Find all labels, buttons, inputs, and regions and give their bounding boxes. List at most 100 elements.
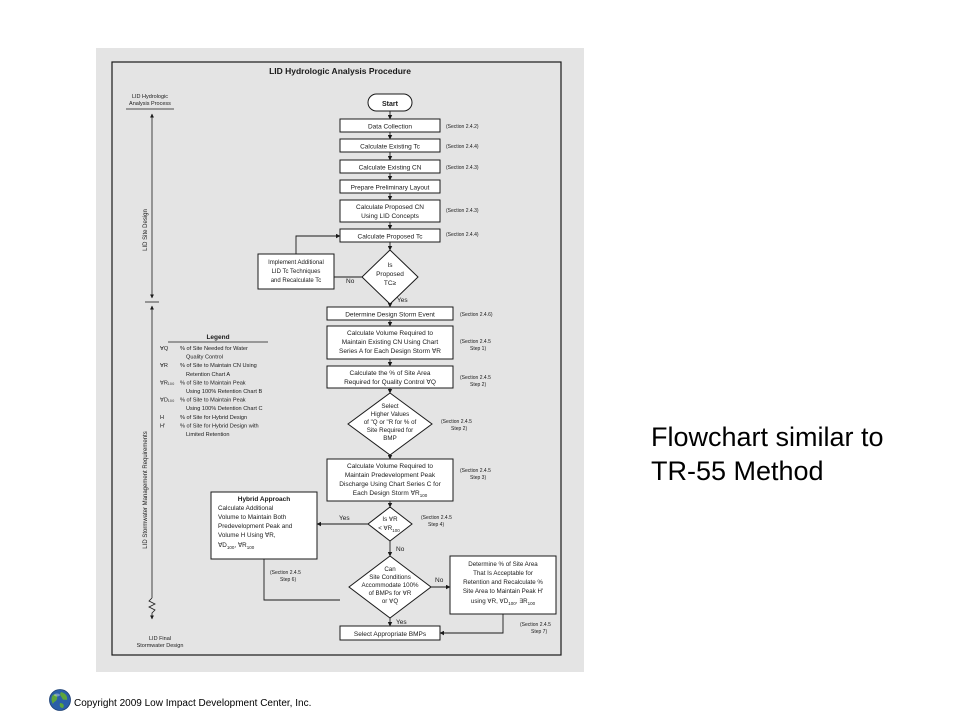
section-ref: Step 3)	[470, 475, 486, 481]
section-ref: Step 7)	[531, 629, 547, 635]
flowchart-title: LID Hydrologic Analysis Procedure	[269, 66, 411, 76]
side-label-stormwater: LID Stormwater Management Requirements	[143, 431, 149, 548]
legend-description: Using 100% Detention Chart C	[186, 406, 263, 412]
step-label: Calculate Volume Required to	[347, 463, 433, 470]
side-label-analysis-line2: Analysis Process	[129, 101, 171, 107]
section-ref: (Section 2.4.6)	[460, 312, 493, 318]
section-ref: (Section 2.4.3)	[446, 208, 479, 214]
legend-symbol: ∀Q	[160, 345, 169, 352]
step-label: Series A for Each Design Storm ∀R	[339, 347, 441, 355]
legend-symbol: ∀R	[160, 362, 168, 369]
caption-line-2: TR-55 Method	[651, 456, 824, 486]
legend-title: Legend	[206, 334, 229, 341]
section-ref: Step 2)	[470, 382, 486, 388]
legend-description: % of Site for Hybrid Design with	[180, 423, 259, 429]
step-label: LID Tc Techniques	[272, 269, 321, 275]
decision-label: Can	[384, 566, 396, 573]
step-determine-site-area	[449, 555, 557, 615]
step-label: That Is Acceptable for	[473, 570, 533, 577]
decision-label: Accommodate 100%	[361, 582, 419, 589]
decision-label: Site Required for	[367, 427, 413, 434]
step-label: Calculate the % of Site Area	[350, 370, 431, 377]
start-label: Start	[382, 101, 399, 108]
section-ref: (Section 2.4.5	[441, 419, 472, 425]
legend-description: Quality Control	[186, 355, 223, 361]
section-ref: (Section 2.4.5	[460, 375, 491, 381]
caption-line-1: Flowchart similar to	[651, 422, 884, 452]
side-label-site-design: LID Site Design	[143, 209, 149, 251]
section-ref: (Section 2.4.2)	[446, 124, 479, 130]
decision-label: of BMPs for ∀R	[369, 590, 412, 597]
loop-back-arrow	[295, 233, 341, 254]
step-volume-predevelopment	[326, 458, 454, 502]
decision-label: or ∀Q	[382, 598, 398, 605]
globe-logo-icon	[49, 689, 71, 711]
decision-label: BMP	[383, 435, 396, 442]
hybrid-to-can-line	[263, 559, 340, 601]
step-label: Determine Design Storm Event	[345, 312, 435, 319]
section-ref: Step 6)	[280, 577, 296, 583]
section-ref: Step 2)	[451, 426, 467, 432]
step-label: Calculate Existing Tc	[360, 144, 421, 151]
step-label: Maintain Existing CN Using Chart	[342, 339, 439, 346]
legend-symbol: H	[160, 415, 164, 421]
step-label: Site Area to Maintain Peak H'	[463, 588, 543, 595]
legend-symbol: ∀D₁₀₀	[160, 397, 175, 404]
side-label-final-line2: Stormwater Design	[137, 643, 184, 649]
section-ref: (Section 2.4.5	[270, 570, 301, 576]
legend-description: Retention Chart A	[186, 372, 230, 378]
copyright-text: Copyright 2009 Low Impact Development Ce…	[74, 698, 312, 709]
section-ref: (Section 2.4.5	[460, 468, 491, 474]
step-label: Select Appropriate BMPs	[354, 631, 427, 638]
answer-no: No	[346, 278, 355, 285]
section-ref: (Section 2.4.5	[460, 339, 491, 345]
step-label: Using LID Concepts	[361, 213, 420, 220]
legend-description: % of Site for Hybrid Design	[180, 415, 247, 421]
step-label: Each Design Storm ∀R100	[353, 489, 428, 498]
flowchart-frame	[111, 61, 562, 656]
section-ref: (Section 2.4.3)	[446, 165, 479, 171]
step-label: Prepare Preliminary Layout	[351, 185, 430, 192]
answer-yes: Yes	[339, 515, 350, 522]
legend-symbol: H'	[160, 423, 165, 429]
section-ref: (Section 2.4.5	[520, 622, 551, 628]
section-ref: Step 4)	[428, 522, 444, 528]
legend-symbol: ∀R₁₀₀	[160, 379, 175, 386]
step-label: Implement Additional	[268, 260, 324, 266]
legend-description: % of Site to Maintain Peak	[180, 398, 246, 404]
step-label: Discharge Using Chart Series C for	[339, 481, 441, 488]
step-select-bmps	[339, 625, 441, 641]
decision-label: TC≥	[384, 280, 397, 287]
step-label: Predevelopment Peak and	[218, 523, 293, 530]
decision-label: < ∀R100	[378, 525, 400, 533]
step-label: and Recalculate Tc	[271, 278, 322, 284]
range-zigzag	[148, 597, 156, 620]
decision-label: Higher Values	[371, 411, 409, 418]
answer-yes: Yes	[397, 297, 408, 304]
determine-to-select-arrow	[439, 614, 504, 636]
legend-description: % of Site to Maintain Peak	[180, 380, 246, 386]
decision-label: Is	[387, 262, 393, 269]
step-label: Data Collection	[368, 124, 412, 131]
legend: Legend ∀Q % of Site Needed for WaterQuali…	[160, 334, 268, 438]
step-hybrid-approach	[210, 491, 318, 560]
answer-no: No	[435, 577, 444, 584]
step-label: Calculate Proposed CN	[356, 204, 424, 211]
legend-description: Limited Retention	[186, 432, 230, 438]
step-label: Required for Quality Control ∀Q	[344, 378, 436, 386]
decision-label: Select	[381, 403, 398, 410]
decision-label: of "Q or "R for % of	[364, 419, 417, 426]
legend-description: % of Site Needed for Water	[180, 346, 248, 352]
step-label: Retention and Recalculate %	[463, 579, 543, 586]
decision-label: Is ∀R	[382, 516, 398, 523]
step-label: Calculate Existing CN	[359, 165, 422, 172]
step-label: Volume H Using ∀R,	[218, 532, 276, 539]
legend-description: Using 100% Retention Chart B	[186, 389, 262, 395]
step-label: using ∀R, ∀D100, ∃R100	[471, 598, 536, 606]
decision-label: Site Conditions	[369, 574, 411, 581]
section-ref: (Section 2.4.4)	[446, 232, 479, 238]
step-label: Calculate Additional	[218, 505, 273, 512]
section-ref: (Section 2.4.5	[421, 515, 452, 521]
step-label: Volume to Maintain Both	[218, 514, 287, 521]
